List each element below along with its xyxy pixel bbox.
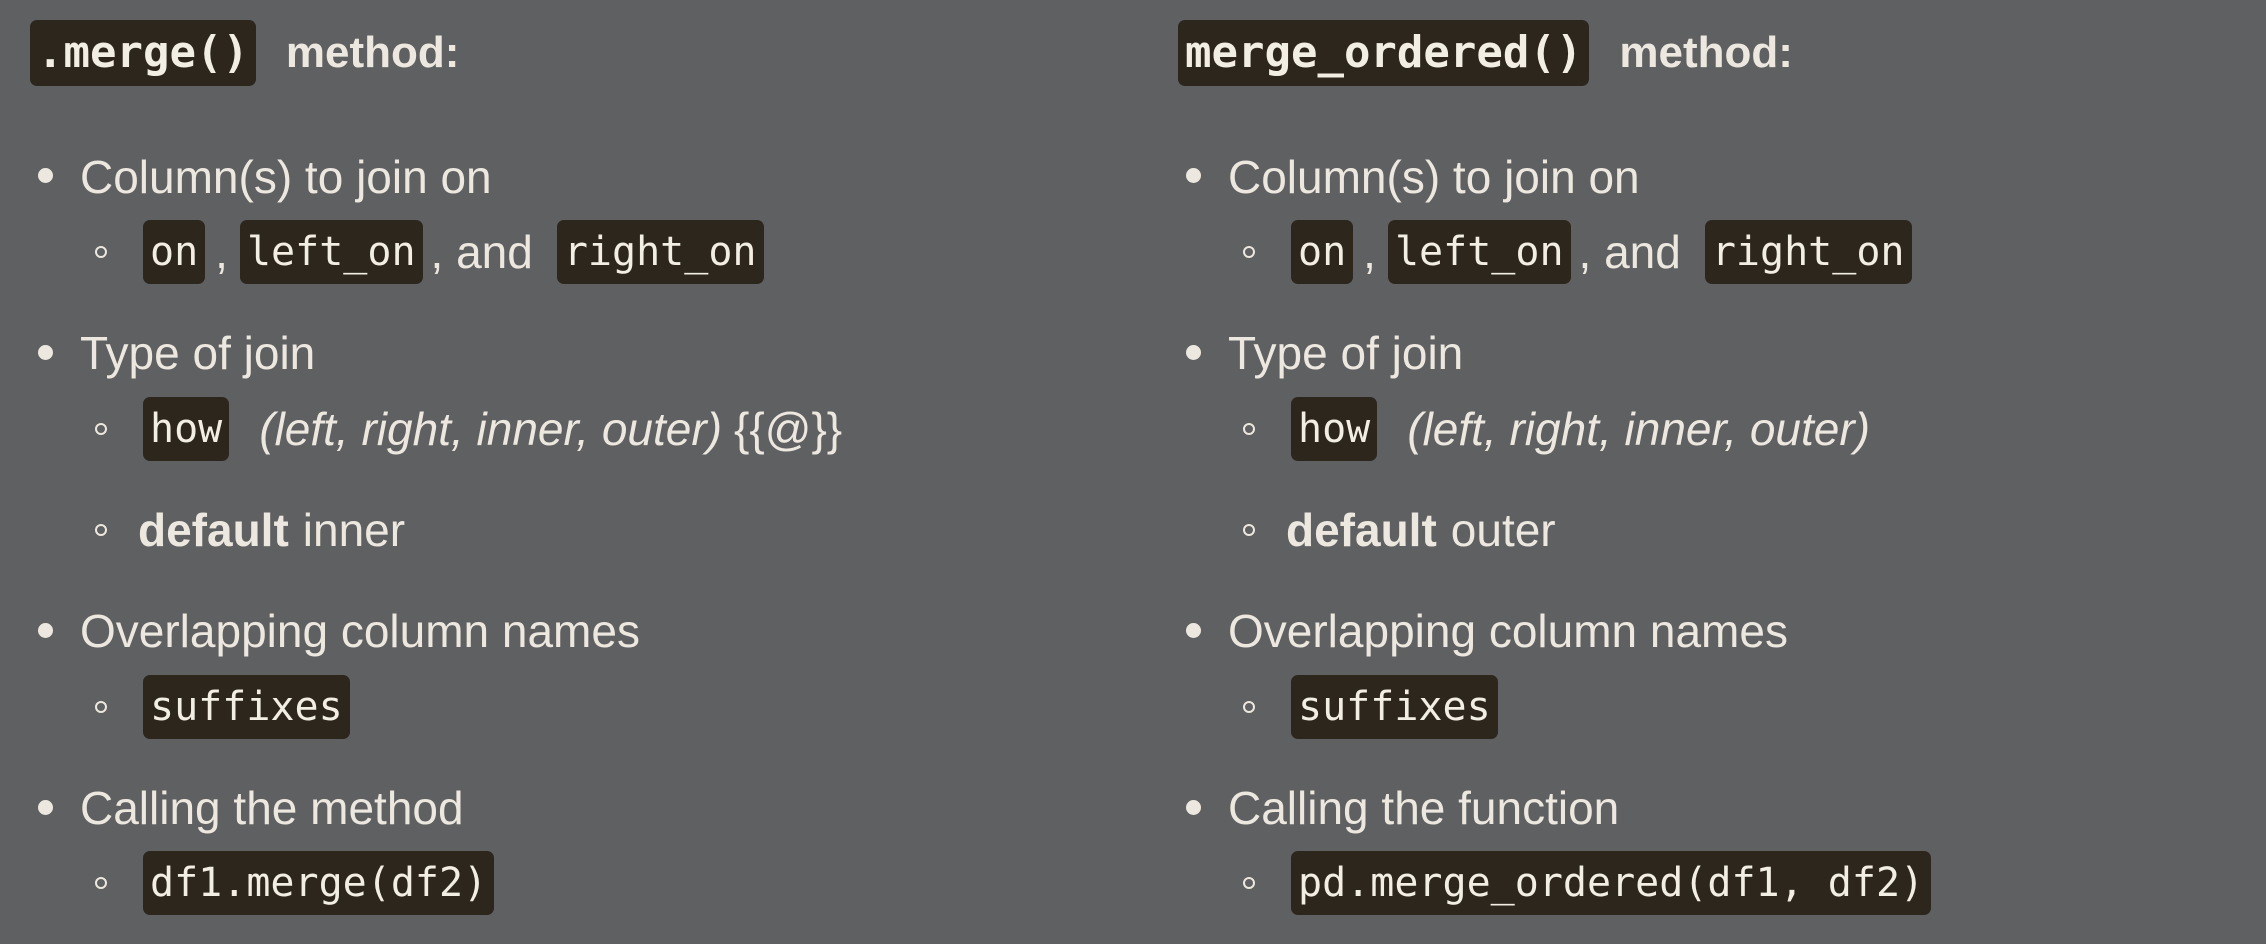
code-suffixes: suffixes (143, 675, 350, 739)
sublist-how: how (left, right, inner, outer) (1291, 391, 1870, 467)
list-item-label: Column(s) to join on (80, 151, 492, 203)
list-item-columns: Column(s) to join on (80, 139, 492, 215)
bullet-ring (95, 423, 107, 435)
sublist-default: default inner (138, 492, 405, 568)
code-right-on: right_on (1704, 220, 1912, 284)
sublist-default: default outer (1286, 492, 1556, 568)
bullet-dot (38, 623, 53, 638)
bullet-dot (1186, 800, 1201, 815)
bullet-dot (1186, 623, 1201, 638)
sublist-join-keys: on , left_on , and right_on (1291, 214, 1912, 290)
list-item-label: Calling the method (80, 782, 464, 834)
list-item-label: Overlapping column names (1228, 605, 1788, 657)
bullet-ring (1243, 524, 1255, 536)
and-text: , and (1578, 226, 1681, 278)
list-item-join-type: Type of join (1228, 315, 1463, 391)
merge-code-title: .merge() (30, 20, 256, 86)
bullet-ring (1243, 246, 1255, 258)
sublist-suffixes: suffixes (143, 669, 350, 745)
bullet-ring (1243, 423, 1255, 435)
list-item-overlap: Overlapping column names (80, 593, 640, 669)
code-left-on: left_on (239, 220, 423, 284)
merge-heading: .merge() method: (30, 20, 459, 86)
merge-ordered-column: merge_ordered() method: Column(s) to joi… (1178, 0, 2266, 944)
bullet-ring (95, 524, 107, 536)
bullet-ring (95, 246, 107, 258)
code-on: on (143, 220, 206, 284)
default-label: default (1286, 504, 1437, 556)
list-item-label: Type of join (1228, 327, 1464, 379)
method-label: method: (1619, 28, 1793, 77)
code-call: df1.merge(df2) (143, 851, 495, 915)
code-how: how (143, 397, 230, 461)
sublist-join-keys: on , left_on , and right_on (143, 214, 764, 290)
list-item-calling: Calling the function (1228, 770, 1619, 846)
code-suffixes: suffixes (1291, 675, 1498, 739)
list-item-overlap: Overlapping column names (1228, 593, 1788, 669)
comma-text: , (215, 226, 228, 278)
bullet-ring (1243, 701, 1255, 713)
list-item-join-type: Type of join (80, 315, 315, 391)
join-options-text: (left, right, inner, outer) (259, 403, 723, 455)
bullet-ring (95, 877, 107, 889)
merge-ordered-heading: merge_ordered() method: (1178, 20, 1793, 86)
bullet-dot (38, 800, 53, 815)
bullet-ring (1243, 877, 1255, 889)
default-label: default (138, 504, 289, 556)
method-label: method: (285, 28, 460, 77)
list-item-label: Column(s) to join on (1228, 151, 1640, 203)
code-how: how (1291, 397, 1378, 461)
sublist-suffixes: suffixes (1291, 669, 1498, 745)
merge-method-column: .merge() method: Column(s) to join on on… (30, 0, 1130, 944)
list-item-columns: Column(s) to join on (1228, 139, 1640, 215)
list-item-label: Type of join (80, 327, 316, 379)
code-call: pd.merge_ordered(df1, df2) (1291, 851, 1932, 915)
code-right-on: right_on (556, 220, 764, 284)
bullet-ring (95, 701, 107, 713)
bullet-dot (1186, 345, 1201, 360)
default-value: inner (302, 504, 406, 556)
merge-ordered-code-title: merge_ordered() (1178, 20, 1590, 86)
list-item-calling: Calling the method (80, 770, 464, 846)
code-left-on: left_on (1387, 220, 1571, 284)
sublist-call: pd.merge_ordered(df1, df2) (1291, 845, 1932, 921)
list-item-label: Overlapping column names (80, 605, 640, 657)
list-item-label: Calling the function (1228, 782, 1620, 834)
comma-text: , (1363, 226, 1376, 278)
template-placeholder-text: {{@}} (734, 403, 843, 455)
bullet-dot (1186, 168, 1201, 183)
bullet-dot (38, 345, 53, 360)
default-value: outer (1450, 504, 1556, 556)
code-on: on (1291, 220, 1354, 284)
join-options-text: (left, right, inner, outer) (1407, 403, 1871, 455)
sublist-how: how (left, right, inner, outer) {{@}} (143, 391, 842, 467)
bullet-dot (38, 168, 53, 183)
sublist-call: df1.merge(df2) (143, 845, 495, 921)
and-text: , and (430, 226, 533, 278)
